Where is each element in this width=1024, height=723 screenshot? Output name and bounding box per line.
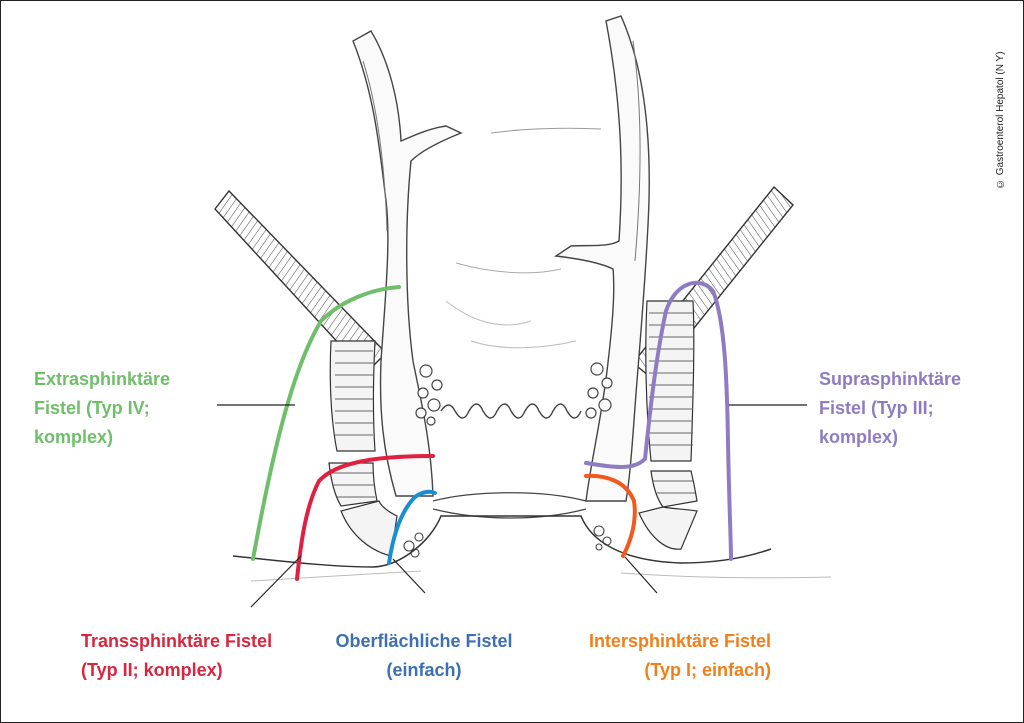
label-line: Suprasphinktäre bbox=[819, 365, 961, 394]
label-line: (einfach) bbox=[331, 656, 517, 685]
label-line: Transsphinktäre Fistel bbox=[81, 627, 272, 656]
label-extrasphinkter-fistel: Extrasphinktäre Fistel (Typ IV; komplex) bbox=[34, 365, 170, 452]
label-oberflaechliche-fistel: Oberflächliche Fistel (einfach) bbox=[331, 627, 517, 685]
perianal-glands bbox=[404, 526, 611, 557]
dentate-line bbox=[441, 404, 581, 418]
label-suprasphinkter-fistel: Suprasphinktäre Fistel (Typ III; komplex… bbox=[819, 365, 961, 452]
anal-canal bbox=[433, 493, 586, 518]
label-line: Intersphinktäre Fistel bbox=[579, 627, 771, 656]
label-line: Fistel (Typ III; bbox=[819, 394, 961, 423]
label-line: (Typ I; einfach) bbox=[579, 656, 771, 685]
label-line: Oberflächliche Fistel bbox=[331, 627, 517, 656]
label-line: Extrasphinktäre bbox=[34, 365, 170, 394]
copyright-notice: © Gastroenterol Hepatol (N Y) bbox=[995, 9, 1009, 189]
label-line: (Typ II; komplex) bbox=[81, 656, 272, 685]
label-transsphinkter-fistel: Transsphinktäre Fistel (Typ II; komplex) bbox=[81, 627, 272, 685]
label-line: komplex) bbox=[819, 423, 961, 452]
label-intersphinkter-fistel: Intersphinktäre Fistel (Typ I; einfach) bbox=[579, 627, 771, 685]
label-line: komplex) bbox=[34, 423, 170, 452]
anal-glands-left bbox=[416, 365, 442, 425]
label-line: Fistel (Typ IV; bbox=[34, 394, 170, 423]
